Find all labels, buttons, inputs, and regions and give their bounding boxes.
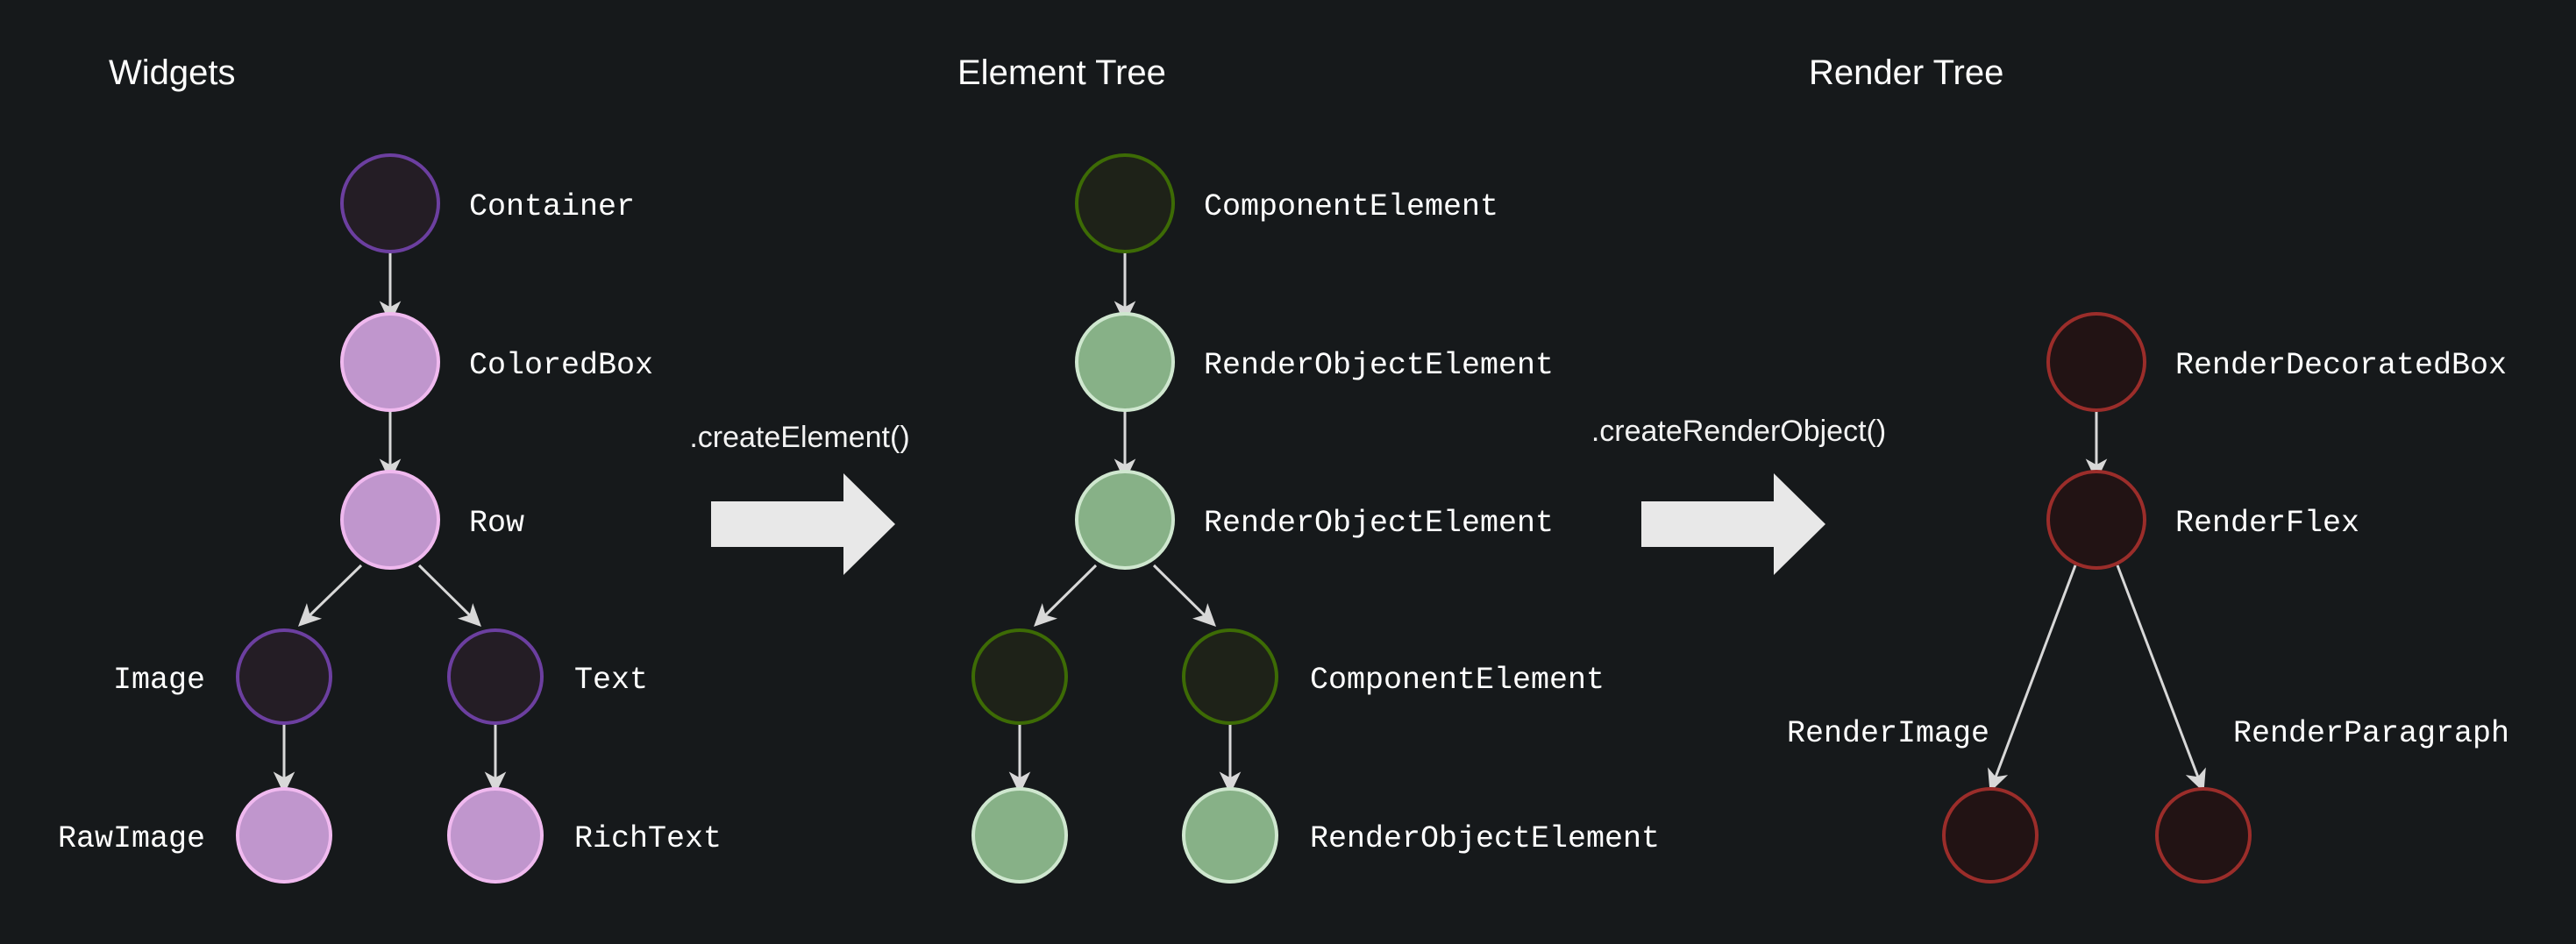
element-node-renderobjectelement-1-label: RenderObjectElement bbox=[1204, 348, 1554, 383]
element-node-componentelement-right[interactable]: ComponentElement bbox=[1182, 628, 1605, 725]
widget-node-image[interactable]: Image bbox=[113, 628, 332, 725]
element-node-renderobjectelement-leaf-left-circle[interactable] bbox=[971, 787, 1068, 884]
edge-renderflex-renderparagraph bbox=[2116, 564, 2206, 792]
edge-renderobjectelement-2-componentelement-left bbox=[1034, 564, 1098, 627]
render-node-renderdecoratedbox[interactable]: RenderDecoratedBox bbox=[2046, 312, 2507, 412]
widget-node-container-label: Container bbox=[469, 189, 635, 224]
edge-row-text bbox=[417, 564, 481, 627]
edge-renderobjectelement-2-componentelement-right bbox=[1152, 564, 1216, 627]
widget-node-row-circle[interactable] bbox=[340, 470, 440, 570]
edge-row-image bbox=[297, 564, 363, 627]
operation-create-element-label: .createElement() bbox=[689, 421, 909, 454]
element-node-componentelement-right-circle[interactable] bbox=[1182, 628, 1278, 725]
element-node-renderobjectelement-2-label: RenderObjectElement bbox=[1204, 506, 1554, 541]
widget-node-image-circle[interactable] bbox=[236, 628, 332, 725]
widget-node-rawimage[interactable]: RawImage bbox=[58, 787, 332, 884]
element-node-componentelement-root-label: ComponentElement bbox=[1204, 189, 1498, 224]
element-node-renderobjectelement-leaf-right[interactable]: RenderObjectElement bbox=[1182, 787, 1660, 884]
widget-node-text-label: Text bbox=[574, 663, 648, 698]
render-node-renderparagraph[interactable]: RenderParagraph bbox=[2155, 716, 2509, 884]
render-node-renderparagraph-label: RenderParagraph bbox=[2233, 716, 2509, 751]
render-node-renderimage-label: RenderImage bbox=[1787, 716, 1989, 751]
column-title-widgets: Widgets bbox=[109, 53, 236, 92]
element-node-componentelement-root[interactable]: ComponentElement bbox=[1075, 153, 1498, 253]
element-edges bbox=[1008, 250, 1242, 795]
element-node-renderobjectelement-leaf-right-circle[interactable] bbox=[1182, 787, 1278, 884]
widget-node-text[interactable]: Text bbox=[447, 628, 648, 725]
create-element-arrow-icon bbox=[711, 473, 895, 575]
element-node-componentelement-leaf-label: ComponentElement bbox=[1310, 663, 1605, 698]
element-node-renderobjectelement-leaf-left[interactable] bbox=[971, 787, 1068, 884]
render-node-renderflex-label: RenderFlex bbox=[2175, 506, 2359, 541]
element-node-componentelement-root-circle[interactable] bbox=[1075, 153, 1175, 253]
operation-create-render-object-label: .createRenderObject() bbox=[1591, 415, 1886, 448]
widget-node-row-label: Row bbox=[469, 506, 524, 541]
widget-node-richtext-circle[interactable] bbox=[447, 787, 544, 884]
render-node-renderparagraph-circle[interactable] bbox=[2155, 787, 2252, 884]
widget-node-richtext-label: RichText bbox=[574, 821, 722, 856]
column-title-render-tree: Render Tree bbox=[1809, 53, 2003, 92]
render-node-renderdecoratedbox-circle[interactable] bbox=[2046, 312, 2146, 412]
element-node-renderobjectelement-leaf-label: RenderObjectElement bbox=[1310, 821, 1660, 856]
element-node-renderobjectelement-2[interactable]: RenderObjectElement bbox=[1075, 470, 1554, 570]
element-node-componentelement-left-circle[interactable] bbox=[971, 628, 1068, 725]
render-node-renderflex[interactable]: RenderFlex bbox=[2046, 470, 2359, 570]
element-node-renderobjectelement-1-circle[interactable] bbox=[1075, 312, 1175, 412]
render-node-renderimage[interactable]: RenderImage bbox=[1787, 716, 2039, 884]
widget-node-rawimage-circle[interactable] bbox=[236, 787, 332, 884]
widget-node-container-circle[interactable] bbox=[340, 153, 440, 253]
element-node-componentelement-left[interactable] bbox=[971, 628, 1068, 725]
render-node-renderflex-circle[interactable] bbox=[2046, 470, 2146, 570]
widget-node-coloredbox-label: ColoredBox bbox=[469, 348, 653, 383]
element-node-renderobjectelement-2-circle[interactable] bbox=[1075, 470, 1175, 570]
widget-node-richtext[interactable]: RichText bbox=[447, 787, 722, 884]
widget-node-coloredbox[interactable]: ColoredBox bbox=[340, 312, 653, 412]
column-title-element-tree: Element Tree bbox=[957, 53, 1166, 92]
operation-create-element: .createElement() bbox=[689, 421, 910, 575]
widget-node-coloredbox-circle[interactable] bbox=[340, 312, 440, 412]
widget-node-container[interactable]: Container bbox=[340, 153, 635, 253]
render-node-renderdecoratedbox-label: RenderDecoratedBox bbox=[2175, 348, 2507, 383]
widget-node-rawimage-label: RawImage bbox=[58, 821, 205, 856]
render-edges bbox=[1988, 408, 2206, 792]
create-render-object-arrow-icon bbox=[1641, 473, 1825, 575]
widget-node-image-label: Image bbox=[113, 663, 205, 698]
operation-create-render-object: .createRenderObject() bbox=[1591, 415, 1886, 575]
edge-renderflex-renderimage bbox=[1988, 564, 2077, 792]
widget-node-text-circle[interactable] bbox=[447, 628, 544, 725]
element-node-renderobjectelement-1[interactable]: RenderObjectElement bbox=[1075, 312, 1554, 412]
widgets-edges bbox=[273, 250, 507, 795]
widget-node-row[interactable]: Row bbox=[340, 470, 524, 570]
render-node-renderimage-circle[interactable] bbox=[1942, 787, 2039, 884]
